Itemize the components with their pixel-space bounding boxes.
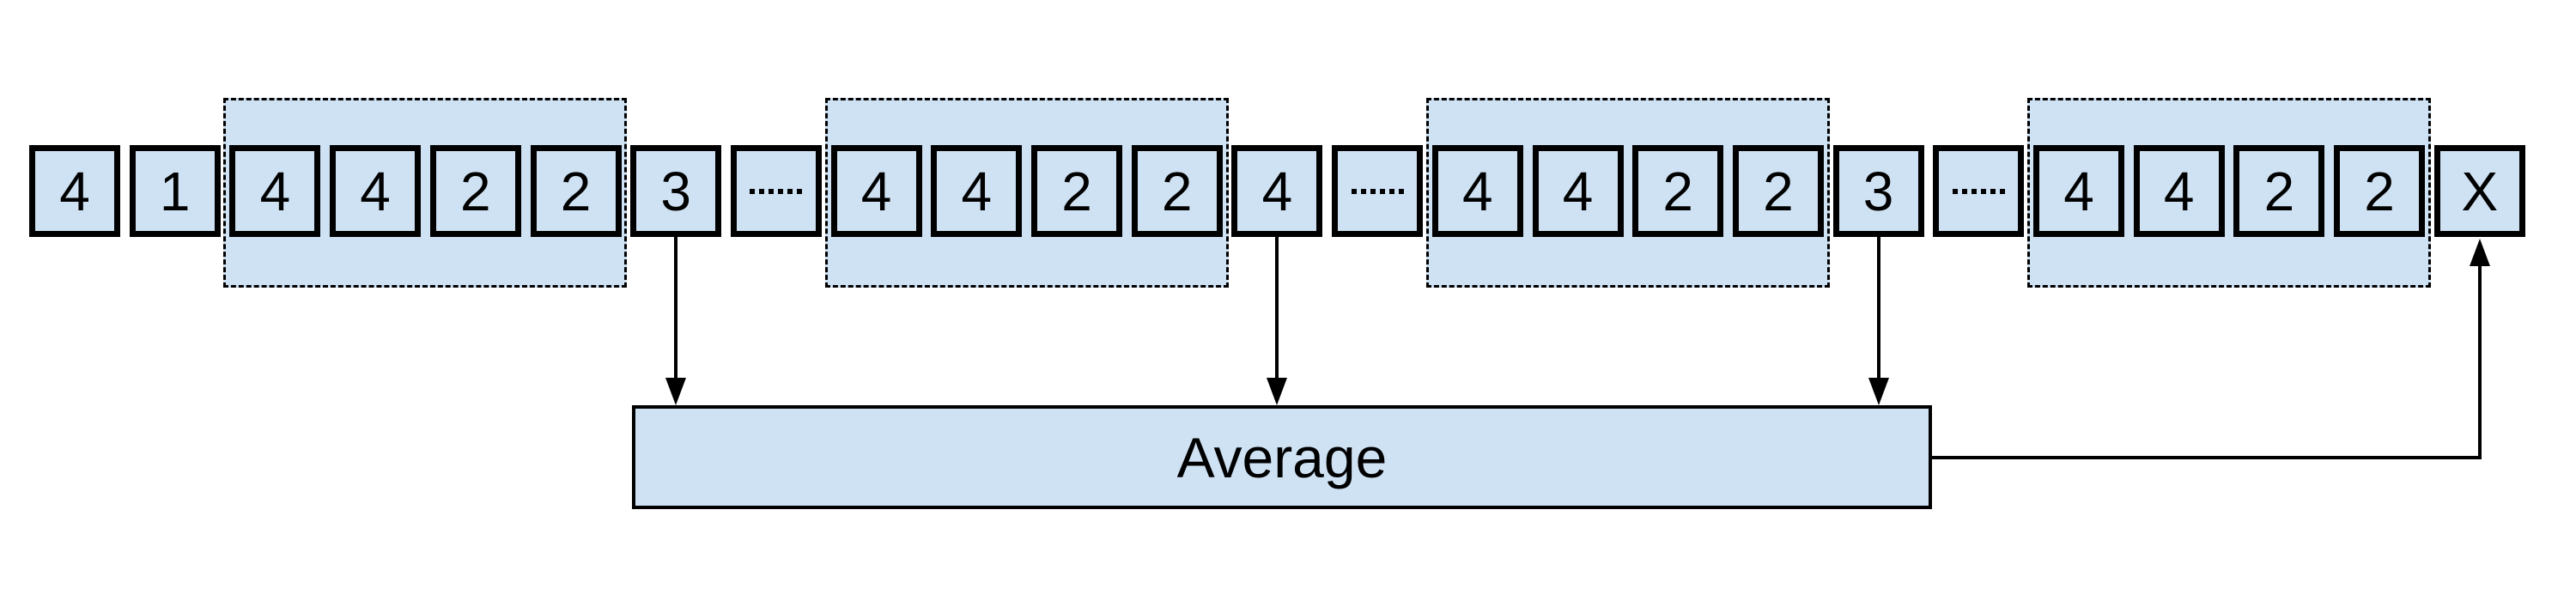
sequence-box-16: 2 — [1632, 145, 1724, 237]
arrow-to-average-shaft — [674, 237, 678, 381]
sequence-box-0: 4 — [29, 145, 120, 237]
box-label: X — [2461, 160, 2499, 222]
box-label: 4 — [1261, 160, 1293, 222]
sequence-box-17: 2 — [1732, 145, 1824, 237]
sequence-box-11: 2 — [1131, 145, 1223, 237]
sequence-box-15: 4 — [1532, 145, 1624, 237]
box-label: 4 — [1562, 160, 1594, 222]
sequence-box-1: 1 — [129, 145, 221, 237]
box-label: 4 — [360, 160, 391, 222]
average-to-x-connector-vertical — [2477, 263, 2482, 459]
arrowhead-up-icon — [2469, 239, 2490, 266]
sequence-box-6: 3 — [630, 145, 722, 237]
ellipsis-dots-icon — [750, 188, 803, 194]
sequence-box-21: 4 — [2133, 145, 2225, 237]
box-label: 2 — [1763, 160, 1794, 222]
sequence-box-5: 2 — [530, 145, 622, 237]
sequence-box-20: 4 — [2033, 145, 2124, 237]
arrow-to-average-shaft — [1876, 237, 1880, 381]
sequence-box-3: 4 — [330, 145, 422, 237]
arrowhead-down-icon — [1267, 378, 1288, 405]
box-label: 3 — [660, 160, 691, 222]
sequence-box-13 — [1332, 145, 1424, 237]
sequence-box-7 — [730, 145, 822, 237]
ellipsis-dots-icon — [1351, 188, 1404, 194]
box-label: 4 — [2063, 160, 2094, 222]
sequence-box-19 — [1933, 145, 2025, 237]
box-label: 2 — [1061, 160, 1092, 222]
sequence-box-10: 2 — [1031, 145, 1122, 237]
box-label: 1 — [159, 160, 191, 222]
box-label: 3 — [1862, 160, 1894, 222]
ellipsis-dots-icon — [1952, 188, 2005, 194]
arrow-to-average-shaft — [1275, 237, 1279, 381]
sequence-box-22: 2 — [2233, 145, 2325, 237]
average-label: Average — [1176, 425, 1388, 489]
sequence-box-24: X — [2433, 145, 2525, 237]
box-label: 4 — [259, 160, 291, 222]
sequence-box-23: 2 — [2334, 145, 2426, 237]
sequence-box-4: 2 — [429, 145, 521, 237]
box-label: 2 — [1662, 160, 1693, 222]
sequence-box-12: 4 — [1231, 145, 1323, 237]
average-to-x-connector-horizontal — [1932, 456, 2482, 459]
box-label: 4 — [961, 160, 993, 222]
box-label: 2 — [2263, 160, 2295, 222]
box-label: 2 — [560, 160, 592, 222]
box-label: 2 — [1161, 160, 1193, 222]
sequence-box-8: 4 — [830, 145, 922, 237]
sequence-box-2: 4 — [229, 145, 321, 237]
arrowhead-down-icon — [1868, 378, 1889, 405]
box-label: 4 — [860, 160, 892, 222]
box-label: 2 — [2364, 160, 2395, 222]
box-label: 4 — [2163, 160, 2195, 222]
box-label: 4 — [1462, 160, 1493, 222]
sequence-box-18: 3 — [1832, 145, 1924, 237]
box-label: 2 — [460, 160, 491, 222]
arrowhead-down-icon — [665, 378, 687, 405]
average-box: Average — [632, 405, 1932, 509]
box-label: 4 — [59, 160, 90, 222]
sequence-box-14: 4 — [1431, 145, 1523, 237]
sequence-box-9: 4 — [931, 145, 1023, 237]
